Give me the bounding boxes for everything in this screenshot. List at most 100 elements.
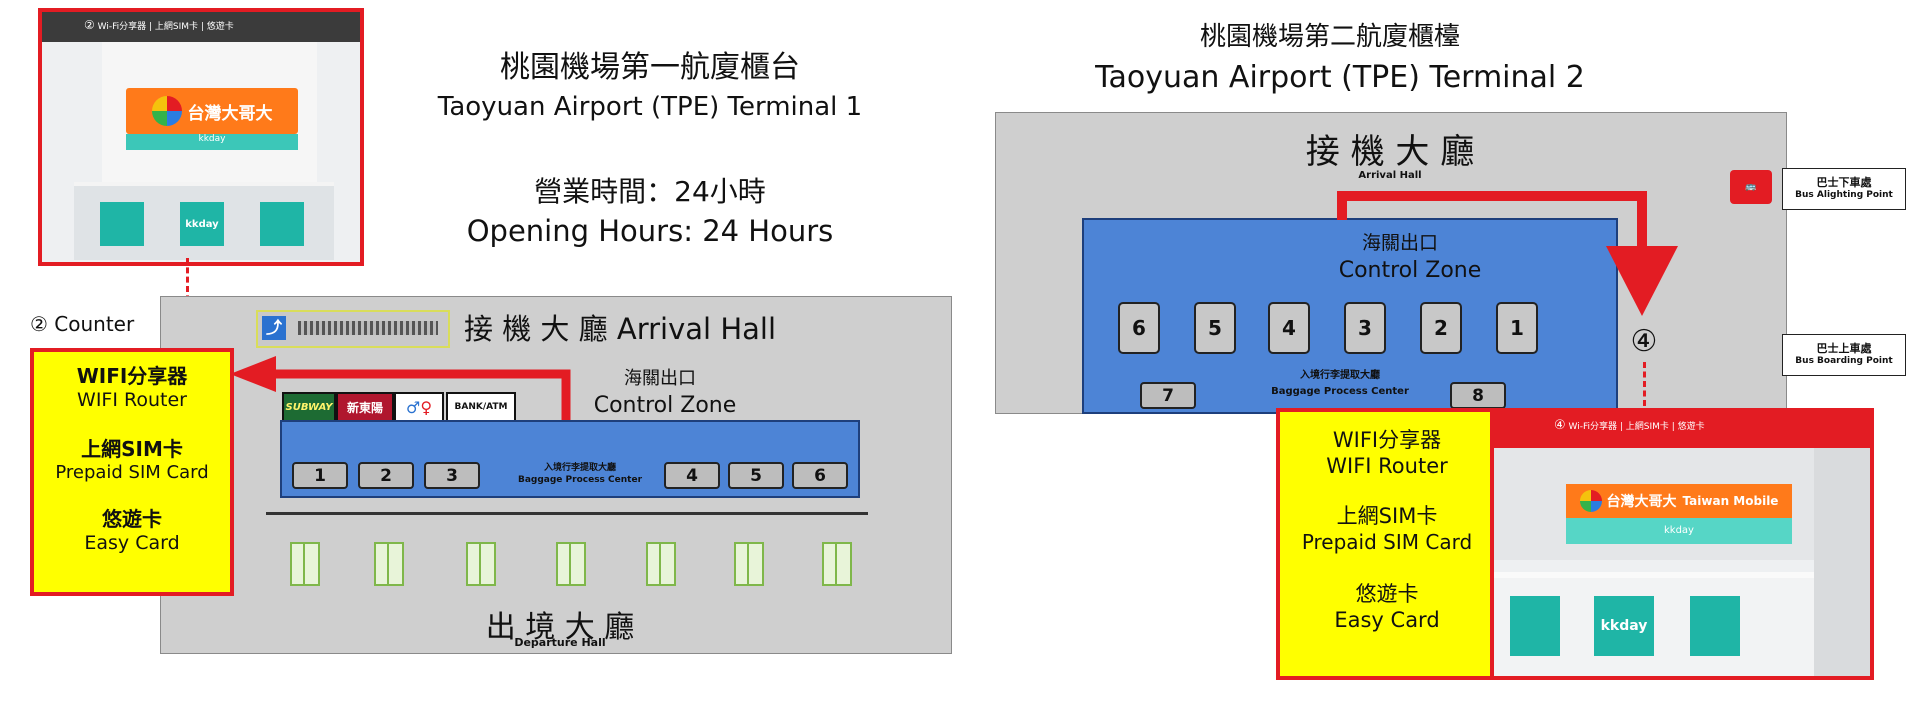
t1-counter-photo: ② Wi-Fi分享器 | 上網SIM卡 | 悠遊卡 台灣大哥大 kkday kk… [38,8,364,266]
t1-service-wifi-en: WIFI Router [77,389,187,411]
t2-photo-logo-icon [1579,490,1602,512]
t2-title-en: Taoyuan Airport (TPE) Terminal 2 [1095,60,1585,95]
t2-bus-alighting-point: 巴士下車處 Bus Alighting Point [1782,168,1906,210]
t2-title-zh: 桃園機場第二航廈櫃檯 [1199,22,1460,52]
restroom-icon: ♂♀ [405,397,433,417]
t2-route-arrowhead [1606,246,1678,316]
t1-photo-sign: ② Wi-Fi分享器 | 上網SIM卡 | 悠遊卡 [84,18,324,38]
t1-counter-label: ② Counter [30,312,135,336]
t1-photo-brand: kkday [185,218,219,230]
t1-service-sim-zh: 上網SIM卡 [81,437,183,461]
t2-baggage-zh: 入境行李提取大廳 [1300,370,1380,381]
t1-departure-gate [290,542,320,586]
t2-service-easycard-en: Easy Card [1334,608,1440,632]
t1-shop-hsin-tung-yang-label: 新東陽 [346,400,383,415]
t2-photo-banner: 台灣大哥大 Taiwan Mobile [1566,484,1792,518]
t2-photo-panel-center: kkday [1594,596,1654,656]
t2-gate-6: 6 [1118,302,1160,354]
t2-gate-4: 4 [1268,302,1310,354]
t2-baggage-en: Baggage Process Center [1271,386,1409,397]
t1-departure-gate [646,542,676,586]
t1-route-arrowhead [230,356,276,392]
t1-photo-banner: 台灣大哥大 [126,88,298,134]
t2-service-sim-en: Prepaid SIM Card [1301,530,1473,554]
t2-photo-brand: kkday [1600,618,1648,634]
t1-shop-subway: SUBWAY [282,392,336,422]
t1-carousel-1: 1 [292,462,348,489]
t1-title-zh: 桃園機場第一航廈櫃台 [500,50,800,85]
t1-departure-zh: 出 境 大 廳 [485,610,635,645]
t1-arrival-hall-label: 接 機 大 廳 Arrival Hall [464,312,777,346]
t1-carousel-4: 4 [664,462,720,489]
t2-counter-photo: ④ Wi-Fi分享器 | 上網SIM卡 | 悠遊卡 台灣大哥大 Taiwan M… [1490,408,1874,680]
t1-photo-panel-center: kkday [180,202,224,246]
t2-photo-sign-number: ④ [1554,418,1566,433]
t2-gate-1: 1 [1496,302,1538,354]
t1-photo-sign-text: Wi-Fi分享器 | 上網SIM卡 | 悠遊卡 [97,22,234,32]
t2-route-line [1337,191,1647,246]
t2-photo-sign: ④ Wi-Fi分享器 | 上網SIM卡 | 悠遊卡 [1554,418,1854,444]
t1-escalator: ⤴ [256,310,450,348]
t1-service-easycard-zh: 悠遊卡 [102,507,162,531]
t1-departure-en: Departure Hall [514,636,606,649]
t1-departure-gate [822,542,852,586]
t1-photo-brand-small: kkday [198,134,226,144]
t1-photo-ceiling [42,12,360,42]
t1-carousel-5: 5 [728,462,784,489]
t2-bus-boarding-en: Bus Boarding Point [1795,356,1893,366]
t1-photo-panel-left [100,202,144,246]
t1-customs-zh: 海關出口 [624,368,696,389]
t1-service-easycard-en: Easy Card [84,532,180,554]
t1-photo-teal-strip: kkday [126,134,298,150]
t1-baggage-en: Baggage Process Center [517,475,643,485]
t2-customs-en: Control Zone [1338,258,1482,283]
t1-service-wifi-zh: WIFI分享器 [76,364,188,388]
t1-customs-en: Control Zone [593,393,737,418]
t1-departure-gate [556,542,586,586]
t2-bus-boarding-zh: 巴士上車處 [1816,342,1872,355]
t2-customs-zh: 海關出口 [1361,232,1438,254]
t1-shop-subway-label: SUBWAY [285,401,333,413]
t1-hours-zh: 營業時間：24小時 [534,175,766,208]
t1-photo-sign-number: ② [84,18,95,32]
t2-photo-sign-text: Wi-Fi分享器 | 上網SIM卡 | 悠遊卡 [1568,422,1705,432]
t1-bank-atm-label: BANK/ATM [454,402,508,412]
t1-escalator-icon: ⤴ [262,316,286,340]
t2-route-arrow [1337,191,1678,316]
t1-departure-gate [466,542,496,586]
t2-services-box: WIFI分享器 WIFI Router 上網SIM卡 Prepaid SIM C… [1276,408,1498,680]
t2-carousel-7: 7 [1140,382,1196,409]
t2-photo-panel-left [1510,596,1560,656]
t2-marker: ④ [1630,324,1658,359]
t1-departure-gate [734,542,764,586]
t2-service-easycard-zh: 悠遊卡 [1355,582,1419,606]
t1-title-en: Taoyuan Airport (TPE) Terminal 1 [437,92,863,122]
t2-photo-sign-bar [1494,412,1870,448]
t1-carousel-3: 3 [424,462,480,489]
t2-gate-3: 3 [1344,302,1386,354]
t2-gate-5: 5 [1194,302,1236,354]
t1-shop-hsin-tung-yang: 新東陽 [336,392,394,422]
t1-route-arrow [230,356,571,420]
t1-departure-gate [374,542,404,586]
t2-service-sim-zh: 上網SIM卡 [1336,504,1438,528]
t2-bus-alighting-zh: 巴士下車處 [1816,176,1872,189]
t1-carousel-2: 2 [358,462,414,489]
t1-hours-en: Opening Hours: 24 Hours [466,214,834,248]
t1-carousel-6: 6 [792,462,848,489]
t2-arrival-zh: 接 機 大 廳 [1305,132,1475,172]
t1-service-sim-en: Prepaid SIM Card [55,462,209,483]
t1-escalator-steps [298,321,438,335]
t2-photo-brand-small: kkday [1664,525,1694,536]
t1-services-box: WIFI分享器 WIFI Router 上網SIM卡 Prepaid SIM C… [30,348,234,596]
t2-photo-teal-strip: kkday [1566,518,1792,544]
t1-photo-banner-text: 台灣大哥大 [187,103,273,124]
t1-photo-logo-icon [151,96,182,126]
t2-photo-side-pillar [1814,448,1870,676]
t2-service-wifi-en: WIFI Router [1326,454,1448,478]
t1-photo-panel-right [260,202,304,246]
t2-dashed-connector [1643,362,1646,406]
t2-photo-banner-en: Taiwan Mobile [1682,494,1779,508]
t2-photo-banner-zh: 台灣大哥大 [1606,494,1677,510]
t2-service-wifi-zh: WIFI分享器 [1332,428,1442,452]
